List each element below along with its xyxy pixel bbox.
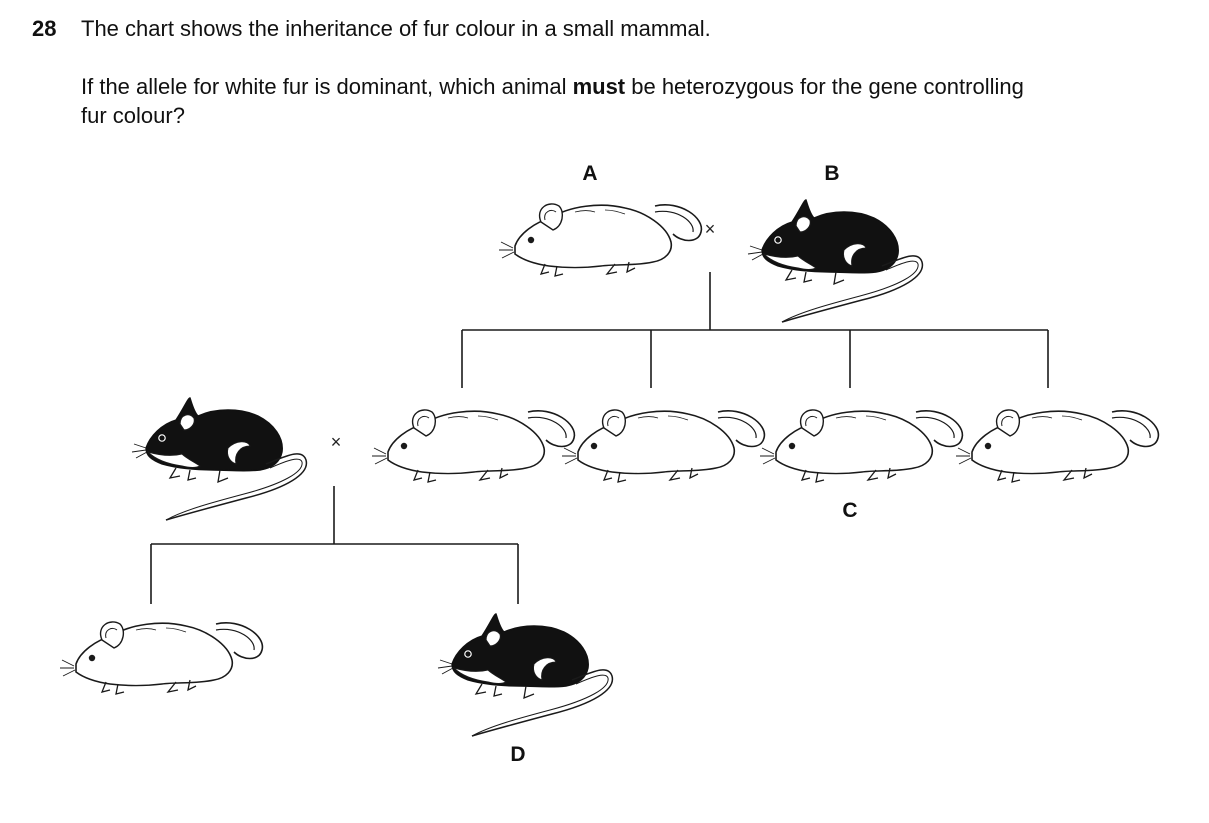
question-ask-after: be heterozygous for the gene controlling (625, 74, 1024, 99)
label-c: C (842, 499, 858, 522)
grandchild1-white-mouse (59, 621, 264, 695)
child4-white-mouse (955, 409, 1160, 483)
animal-c-white-mouse (759, 409, 964, 483)
animal-d-black-mouse (437, 613, 614, 737)
question-ask-emphasis: must (572, 74, 626, 99)
question-number: 28 (32, 16, 57, 41)
label-d: D (510, 743, 526, 766)
child1-white-mouse (371, 409, 576, 483)
cross-symbol-parents: × (704, 219, 716, 239)
question-ask-before: If the allele for white fur is dominant,… (81, 74, 573, 99)
label-a: A (582, 162, 598, 185)
cross-symbol-second: × (330, 432, 342, 452)
mate-black-mouse (131, 397, 308, 521)
question-stem: The chart shows the inheritance of fur c… (81, 16, 711, 41)
question-ask-line2: fur colour? (81, 103, 185, 128)
label-b: B (824, 162, 840, 185)
child2-white-mouse (561, 409, 766, 483)
animal-a-white-mouse (498, 203, 703, 277)
question-ask-line1: If the allele for white fur is dominant,… (81, 72, 1024, 101)
animal-b-black-mouse (747, 199, 924, 323)
